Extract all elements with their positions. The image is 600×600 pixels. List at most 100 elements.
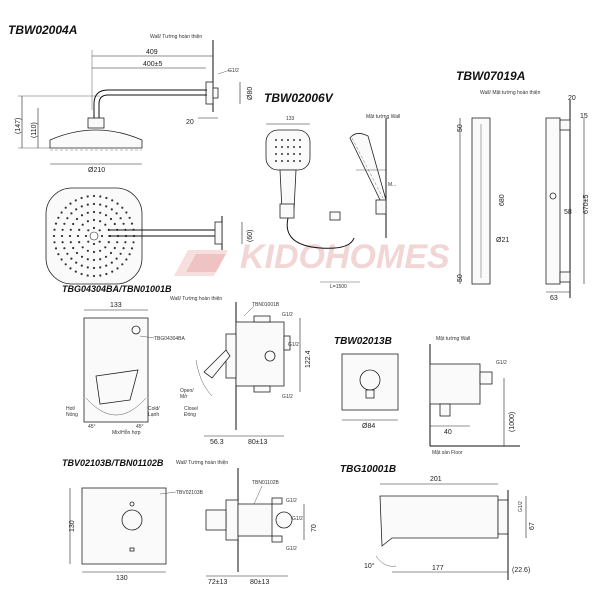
nozzle-dot bbox=[86, 266, 89, 269]
spout-body bbox=[379, 495, 499, 547]
thread-g12-e: G1/2 bbox=[496, 360, 507, 366]
valve-body-b bbox=[237, 503, 273, 537]
watermark: KIDOHOMES bbox=[240, 238, 450, 276]
dim-7213: 72±13 bbox=[208, 579, 228, 586]
hand-nozzle-dot bbox=[299, 153, 301, 155]
title-tbw02013b: TBW02013B bbox=[334, 336, 392, 347]
nozzle-dot bbox=[52, 234, 56, 238]
watermark-logo-shape bbox=[186, 254, 226, 272]
hand-nozzle-dot bbox=[293, 153, 295, 155]
hand-nozzle-dot bbox=[287, 139, 289, 141]
hand-nozzle-dot bbox=[299, 139, 301, 141]
label-close: Close/Đóng bbox=[184, 406, 199, 418]
dim-20-bar: 20 bbox=[568, 95, 576, 102]
nozzle-dot bbox=[122, 247, 125, 250]
nozzle-dot bbox=[69, 202, 72, 205]
nozzle-dot bbox=[63, 247, 66, 250]
nozzle-dot bbox=[75, 261, 78, 264]
nozzle-dot bbox=[119, 217, 122, 220]
nozzle-dot bbox=[119, 252, 122, 255]
dim-201: 201 bbox=[430, 476, 442, 483]
bracket-top bbox=[559, 119, 571, 131]
nozzle-dot bbox=[64, 206, 67, 209]
dim-70: 70 bbox=[311, 524, 318, 532]
nozzle-dot bbox=[70, 257, 73, 260]
thread-g12-c: G1/2 bbox=[288, 342, 299, 348]
nozzle-dot bbox=[86, 274, 89, 277]
nozzle-dot bbox=[92, 194, 96, 198]
hose bbox=[286, 217, 355, 249]
part-label-tbn01001b: TBN01001B bbox=[252, 302, 280, 308]
slider-knob bbox=[549, 192, 557, 200]
nozzle-dot bbox=[61, 241, 64, 244]
leader-tbg04304ba bbox=[139, 335, 155, 339]
lever-travel-arc bbox=[195, 359, 213, 397]
nozzle-dot bbox=[75, 217, 79, 221]
valve-inlet-ring bbox=[275, 511, 293, 529]
elbow-outlet-side bbox=[439, 403, 451, 417]
dim-40: 40 bbox=[444, 429, 452, 436]
nozzle-dot bbox=[86, 203, 89, 206]
flange bbox=[205, 81, 214, 105]
nozzle-dot bbox=[74, 270, 77, 273]
nozzle-dot bbox=[107, 241, 110, 244]
part-label-tbg04304ba: TBG04304BA bbox=[154, 336, 186, 342]
nozzle-dot bbox=[115, 257, 118, 260]
nozzle-dot bbox=[54, 222, 58, 225]
nozzle-dot bbox=[113, 246, 116, 250]
nozzle-dot bbox=[80, 272, 83, 276]
dim-15: 15 bbox=[580, 113, 588, 120]
dim-226: (22.6) bbox=[512, 567, 530, 574]
shower-arm bbox=[93, 89, 207, 118]
nozzle-dot bbox=[92, 210, 96, 214]
nozzle-dot bbox=[116, 241, 119, 244]
title-tbv02103b: TBV02103B/TBN01102B bbox=[62, 458, 164, 468]
nozzle-dot bbox=[104, 255, 108, 258]
leader-g12-top bbox=[217, 69, 231, 75]
dim-130b: 130 bbox=[116, 575, 128, 582]
nozzle-dot bbox=[86, 249, 89, 252]
dim-67: 67 bbox=[529, 522, 536, 530]
hand-nozzle-dot bbox=[275, 153, 277, 155]
dim-110: (110) bbox=[31, 122, 38, 138]
dim-133-hand: 133 bbox=[286, 116, 295, 122]
center-nozzle bbox=[89, 231, 99, 241]
dim-400: 400±5 bbox=[143, 61, 163, 68]
nozzle-dot bbox=[128, 216, 131, 219]
nozzle-dot bbox=[104, 214, 108, 217]
floor-label: Mặt sàn Floor bbox=[432, 450, 463, 456]
nozzle-dot bbox=[92, 226, 96, 230]
nozzle-dot bbox=[92, 274, 96, 278]
angle-45b: 45° bbox=[136, 424, 144, 430]
angle-45a: 45° bbox=[88, 424, 96, 430]
lever-side bbox=[203, 349, 231, 379]
diverter-hole bbox=[131, 325, 141, 335]
leader-tbn01001b bbox=[243, 305, 255, 317]
nozzle-dot bbox=[75, 251, 79, 255]
nozzle-dot bbox=[132, 241, 135, 244]
nozzle-dot bbox=[78, 241, 81, 244]
nozzle-dot bbox=[99, 195, 102, 198]
valve-port-top bbox=[253, 315, 271, 323]
wall-label-tbg04304: Wall/ Tường hoàn thiện bbox=[170, 296, 222, 302]
dim-210: Ø210 bbox=[88, 167, 105, 174]
title-tbw07019a: TBW07019A bbox=[456, 69, 525, 83]
nozzle-dot bbox=[130, 222, 134, 225]
nozzle-dot bbox=[99, 274, 102, 277]
nozzle-dot bbox=[86, 220, 89, 223]
nozzle-dot bbox=[121, 206, 124, 209]
dim-563: 56.3 bbox=[210, 439, 224, 446]
angle-arc bbox=[375, 555, 397, 567]
nozzle-dot bbox=[81, 246, 84, 249]
dim-1000: (1000) bbox=[509, 412, 516, 432]
title-tbw02006v: TBW02006V bbox=[264, 91, 334, 105]
nozzle-pattern bbox=[52, 194, 136, 278]
nozzle-dot bbox=[92, 242, 96, 246]
dim-80: Ø80 bbox=[247, 87, 254, 100]
nozzle-dot bbox=[125, 258, 128, 261]
thread-g12-top: G1/2 bbox=[228, 68, 239, 74]
valve-port-side bbox=[283, 335, 291, 351]
leader-tbn01102b bbox=[253, 485, 263, 505]
hand-nozzle-dot bbox=[275, 139, 277, 141]
nozzle-dot bbox=[64, 263, 67, 266]
